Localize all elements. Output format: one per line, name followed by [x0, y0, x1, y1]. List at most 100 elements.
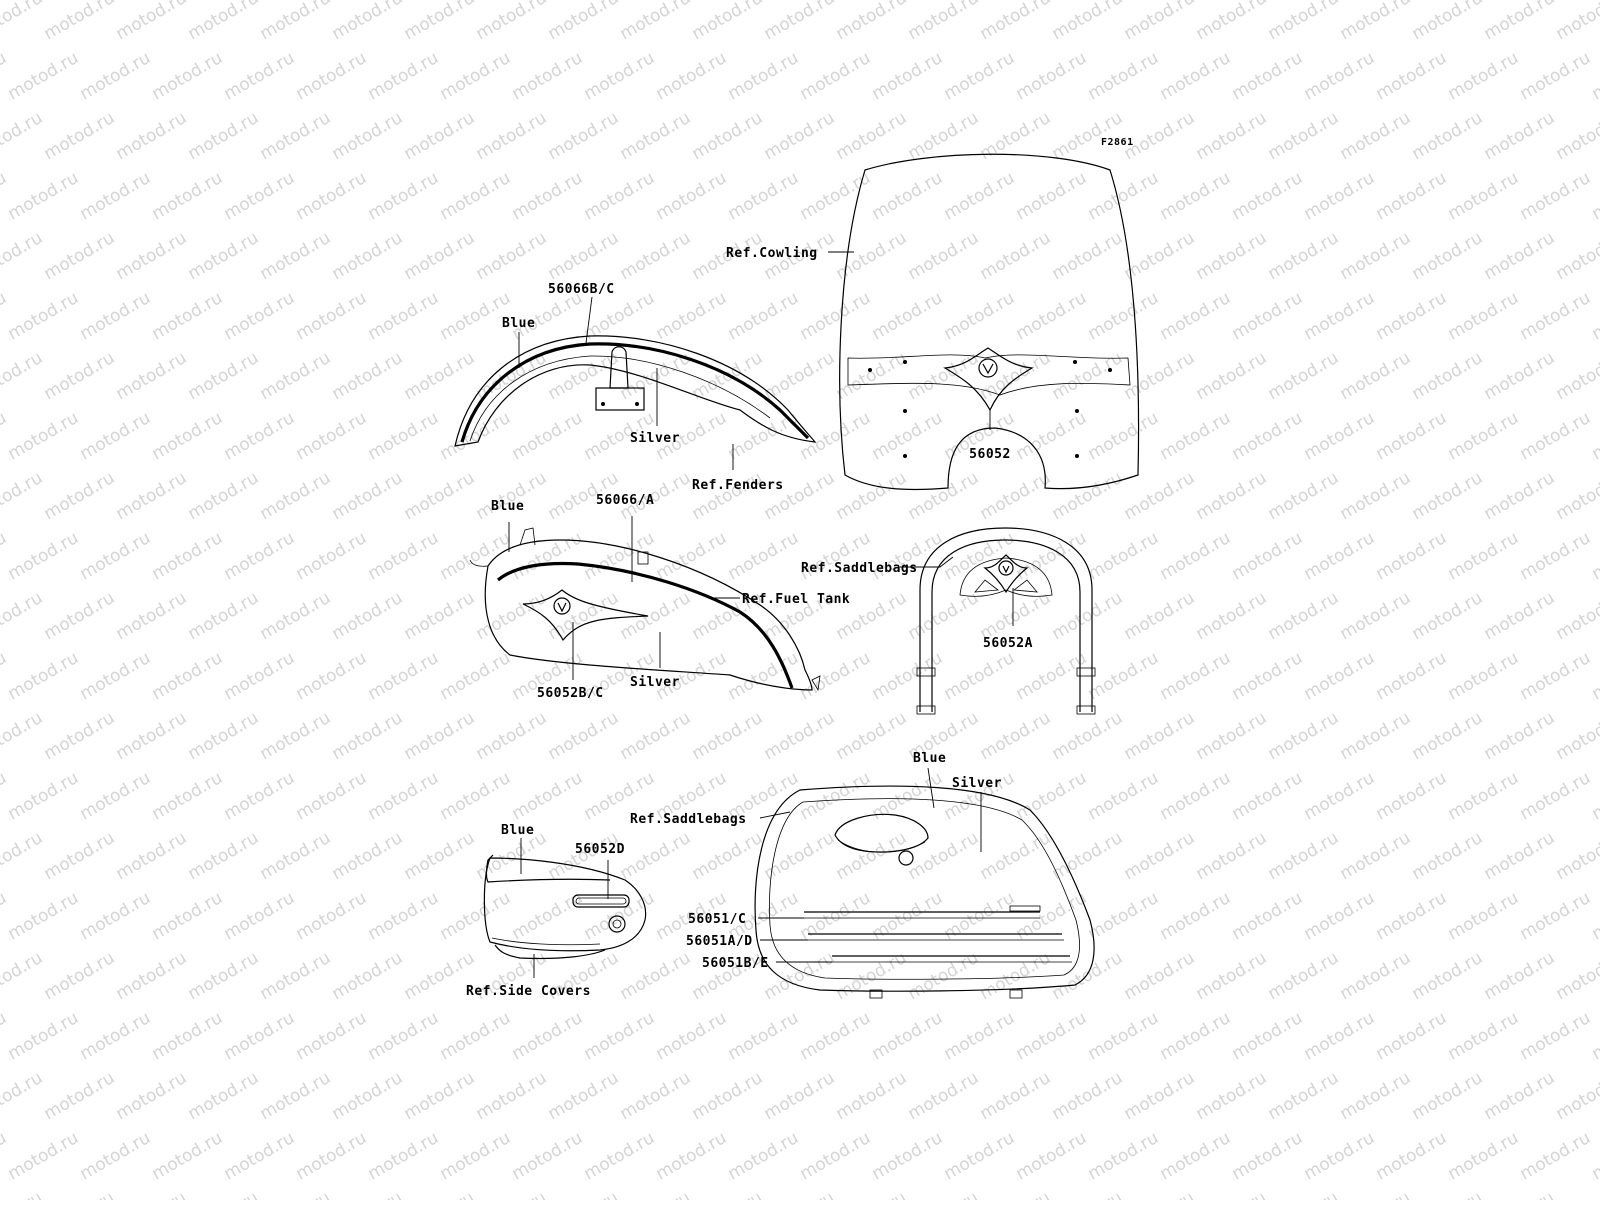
watermark-text: motod.ru [1085, 1128, 1163, 1184]
watermark-text: motod.ru [1373, 168, 1451, 224]
watermark-text: motod.ru [437, 888, 515, 944]
watermark-text: motod.ru [365, 168, 443, 224]
watermark-text: motod.ru [1229, 48, 1307, 104]
watermark-text: motod.ru [149, 1008, 227, 1064]
watermark-text: motod.ru [1409, 348, 1487, 404]
watermark-text: motod.ru [1049, 228, 1127, 284]
watermark-text: motod.ru [185, 1188, 263, 1200]
watermark-text: motod.ru [293, 528, 371, 584]
watermark-text: motod.ru [0, 1068, 46, 1124]
watermark-text: motod.ru [833, 708, 911, 764]
watermark-text: motod.ru [1265, 588, 1343, 644]
watermark-text: motod.ru [545, 228, 623, 284]
watermark-text: motod.ru [941, 1008, 1019, 1064]
saddlebag-stripe-3-part-number: 56051B/E [702, 956, 769, 971]
watermark-text: motod.ru [509, 528, 587, 584]
watermark-text: motod.ru [833, 1068, 911, 1124]
watermark-text: motod.ru [1265, 468, 1343, 524]
watermark-text: motod.ru [869, 408, 947, 464]
watermark-text: motod.ru [1121, 948, 1199, 1004]
watermark-text: motod.ru [941, 528, 1019, 584]
watermark-text: motod.ru [941, 648, 1019, 704]
watermark-text: motod.ru [329, 468, 407, 524]
watermark-text: motod.ru [401, 1188, 479, 1200]
watermark-text: motod.ru [545, 708, 623, 764]
watermark-text: motod.ru [41, 0, 119, 44]
watermark-text: motod.ru [617, 948, 695, 1004]
watermark-text: motod.ru [401, 708, 479, 764]
watermark-text: motod.ru [545, 588, 623, 644]
watermark-text: motod.ru [1265, 1188, 1343, 1200]
watermark-text: motod.ru [1409, 828, 1487, 884]
watermark-text: motod.ru [257, 1188, 335, 1200]
watermark-text: motod.ru [5, 528, 83, 584]
ref-side-covers-label: Ref.Side Covers [466, 984, 591, 999]
watermark-text: motod.ru [509, 48, 587, 104]
watermark-text: motod.ru [1517, 1128, 1595, 1184]
watermark-text: motod.ru [905, 1068, 983, 1124]
watermark-text: motod.ru [1409, 228, 1487, 284]
watermark-text: motod.ru [113, 0, 191, 44]
watermark-text: motod.ru [1193, 828, 1271, 884]
watermark-text: motod.ru [41, 1068, 119, 1124]
watermark-text: motod.ru [1229, 648, 1307, 704]
watermark-text: motod.ru [0, 228, 46, 284]
watermark-text: motod.ru [869, 1008, 947, 1064]
watermark-text: motod.ru [437, 1128, 515, 1184]
watermark-text: motod.ru [77, 48, 155, 104]
watermark-text: motod.ru [437, 768, 515, 824]
watermark-text: motod.ru [1229, 168, 1307, 224]
watermark-text: motod.ru [689, 108, 767, 164]
watermark-text: motod.ru [293, 168, 371, 224]
watermark-text: motod.ru [941, 288, 1019, 344]
watermark-text: motod.ru [1553, 828, 1600, 884]
watermark-text: motod.ru [1337, 0, 1415, 44]
watermark-text: motod.ru [1157, 168, 1235, 224]
watermark-text: motod.ru [0, 0, 46, 44]
watermark-text: motod.ru [1229, 888, 1307, 944]
watermark-text: motod.ru [1481, 228, 1559, 284]
fender-silver-label: Silver [630, 431, 680, 446]
watermark-text: motod.ru [1337, 348, 1415, 404]
watermark-text: motod.ru [1337, 468, 1415, 524]
watermark-text: motod.ru [113, 228, 191, 284]
watermark-text: motod.ru [1481, 588, 1559, 644]
watermark-text: motod.ru [329, 1068, 407, 1124]
watermark-text: motod.ru [1517, 528, 1595, 584]
watermark-text: motod.ru [0, 1188, 46, 1200]
watermark-text: motod.ru [1445, 768, 1523, 824]
watermark-text: motod.ru [1157, 528, 1235, 584]
watermark-text: motod.ru [1301, 1128, 1379, 1184]
watermark-text: motod.ru [473, 708, 551, 764]
watermark-text: motod.ru [1121, 228, 1199, 284]
watermark-text: motod.ru [113, 1068, 191, 1124]
watermark-text: motod.ru [257, 0, 335, 44]
watermark-text: motod.ru [1121, 588, 1199, 644]
watermark-text: motod.ru [401, 228, 479, 284]
watermark-text: motod.ru [869, 48, 947, 104]
watermark-text: motod.ru [1229, 528, 1307, 584]
watermark-text: motod.ru [725, 648, 803, 704]
watermark-text: motod.ru [401, 108, 479, 164]
watermark-text: motod.ru [221, 1008, 299, 1064]
watermark-text: motod.ru [1481, 1068, 1559, 1124]
watermark-text: motod.ru [1265, 0, 1343, 44]
watermark-text: motod.ru [185, 1068, 263, 1124]
watermark-text: motod.ru [0, 468, 46, 524]
ref-fuel-tank-label: Ref.Fuel Tank [742, 592, 850, 607]
watermark-text: motod.ru [5, 48, 83, 104]
watermark-text: motod.ru [941, 1128, 1019, 1184]
watermark-text: motod.ru [617, 228, 695, 284]
watermark-text: motod.ru [761, 1188, 839, 1200]
watermark-text: motod.ru [1481, 0, 1559, 44]
watermark-text: motod.ru [257, 108, 335, 164]
watermark-text: motod.ru [797, 48, 875, 104]
watermark-text: motod.ru [1229, 288, 1307, 344]
watermark-text: motod.ru [149, 528, 227, 584]
watermark-text: motod.ru [41, 1188, 119, 1200]
watermark-text: motod.ru [1337, 948, 1415, 1004]
watermark-text: motod.ru [257, 708, 335, 764]
watermark-text: motod.ru [149, 888, 227, 944]
